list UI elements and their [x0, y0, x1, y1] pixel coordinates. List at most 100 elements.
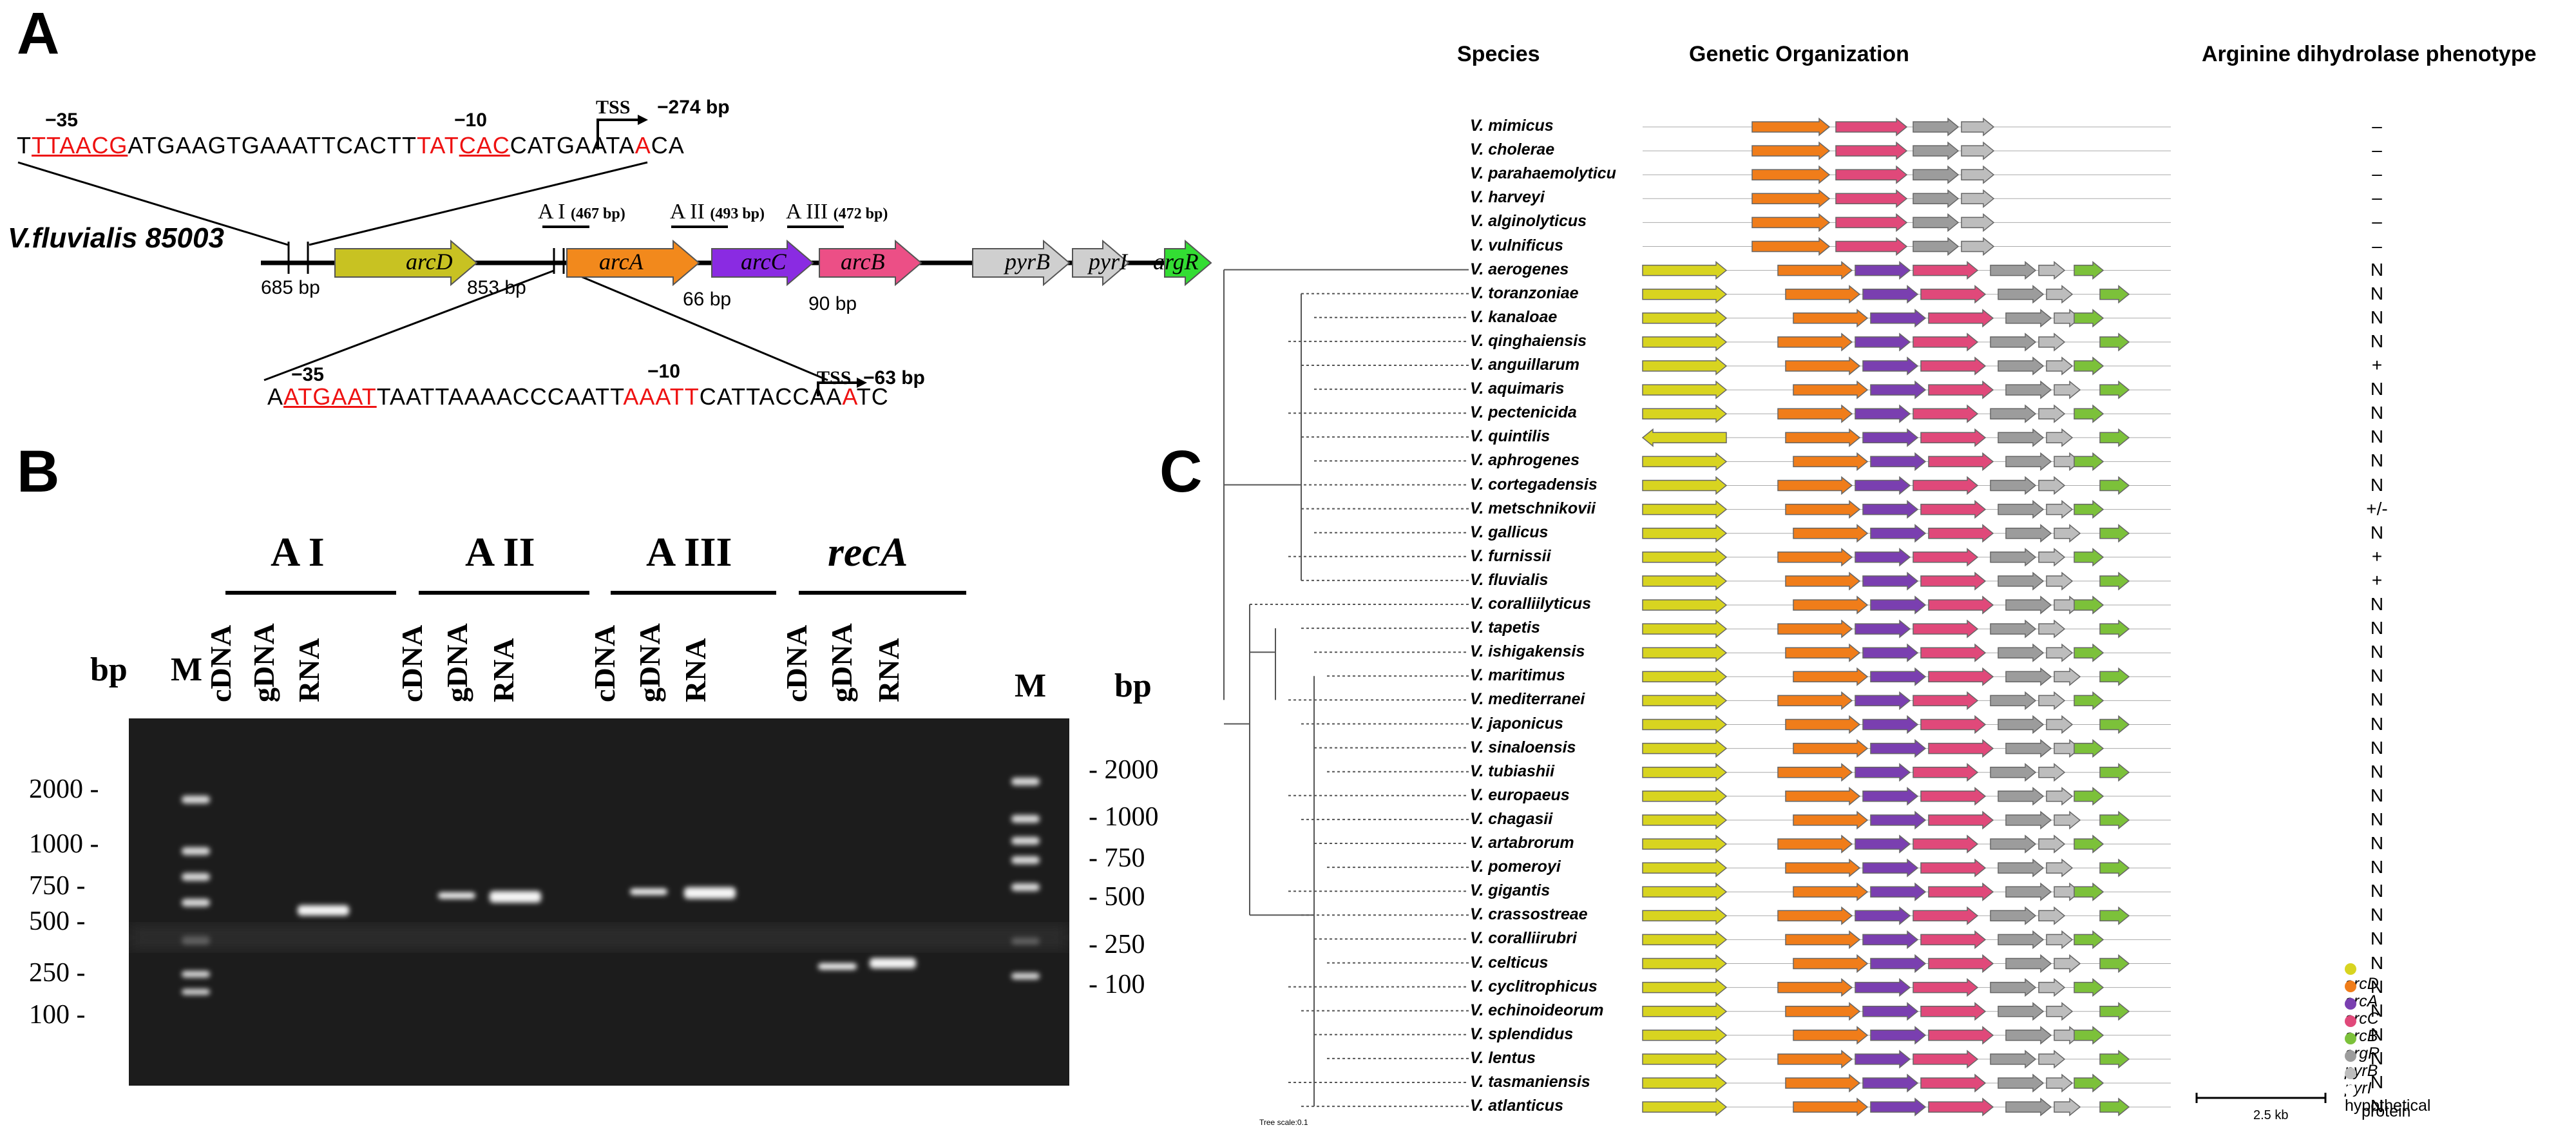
org-gene-arrow	[2005, 595, 2052, 615]
phenotype-value: N	[2370, 809, 2384, 829]
org-gene-arrow	[1870, 524, 1927, 543]
org-gene-arrow	[1862, 500, 1919, 519]
org-gene-arrow	[2038, 475, 2066, 495]
ladder-left-label: 1000 -	[29, 829, 99, 859]
org-gene-arrow	[1928, 667, 1994, 686]
org-gene-arrow	[1870, 811, 1927, 830]
org-gene-arrow	[1642, 595, 1728, 615]
tss-label-1: TSS	[596, 97, 631, 118]
org-gene-arrow	[2099, 285, 2130, 304]
panel-b-letter: B	[17, 439, 60, 504]
legend-swatch	[2345, 1068, 2356, 1079]
species-label: V. tubiashii	[1470, 762, 1555, 780]
species-label: V. coralliirubri	[1470, 929, 1577, 948]
org-gene-arrow	[1998, 715, 2045, 735]
org-gene-arrow	[1928, 452, 1994, 471]
org-gene-arrow	[1777, 906, 1853, 925]
org-gene-arrow	[1862, 572, 1919, 591]
org-gene-arrow	[1870, 882, 1927, 901]
org-gene-arrow	[1642, 475, 1728, 495]
species-label: V. tasmaniensis	[1470, 1073, 1590, 1091]
species-label: V. gigantis	[1470, 881, 1550, 900]
org-gene-arrow	[1870, 1097, 1927, 1117]
species-label: V. mediterranei	[1470, 690, 1585, 709]
org-gene-arrow	[2054, 811, 2081, 830]
phenotype-value: N	[2370, 1072, 2384, 1092]
phenotype-value: –	[2372, 211, 2382, 232]
org-gene-arrow	[1928, 954, 1994, 974]
org-gene-arrow	[1642, 1097, 1728, 1117]
org-gene-arrow	[1642, 882, 1728, 901]
org-gene-arrow	[2099, 906, 2130, 925]
phenotype-value: N	[2370, 283, 2384, 303]
org-gene-arrow	[1642, 332, 1728, 352]
org-gene-arrow	[1862, 356, 1919, 376]
phenotype-value: N	[2370, 833, 2384, 853]
org-gene-arrow	[1642, 691, 1728, 710]
amplicon-a2-size: (493 bp)	[710, 206, 765, 222]
org-gene-arrow	[1870, 309, 1927, 328]
species-label: V. aerogenes	[1470, 260, 1569, 278]
legend-swatch	[2345, 1050, 2356, 1062]
org-gene-arrow	[1642, 643, 1728, 662]
org-gene-arrow	[1913, 117, 1960, 137]
org-gene-arrow	[2074, 930, 2104, 949]
org-gene-arrow	[1913, 619, 1979, 639]
org-gene-arrow	[1913, 763, 1979, 782]
org-gene-arrow	[2074, 404, 2104, 423]
org-gene-arrow	[2038, 978, 2066, 997]
org-gene-arrow	[1990, 1050, 2037, 1069]
org-gene-arrow	[1928, 1097, 1994, 1117]
org-gene-arrow	[2005, 452, 2052, 471]
org-gene-arrow	[2074, 834, 2104, 854]
sequence-segment: TAATTAAAACCCAATT	[376, 383, 624, 410]
org-gene-arrow	[1642, 906, 1728, 925]
phenotype-value: N	[2370, 307, 2384, 327]
species-label: V. japonicus	[1470, 714, 1563, 733]
org-gene-arrow	[1920, 572, 1987, 591]
legend-item: protein	[2361, 1102, 2410, 1121]
org-gene-arrow	[2099, 1097, 2130, 1117]
gene-arrow-pyrB	[972, 239, 1071, 287]
org-gene-arrow	[1642, 524, 1728, 543]
lane-label-cdna: cDNA	[588, 624, 621, 702]
phenotype-value: N	[2370, 642, 2384, 662]
org-gene-arrow	[1642, 452, 1728, 471]
sequence-segment: AAATT	[623, 383, 700, 410]
phenotype-value: –	[2372, 187, 2382, 208]
org-gene-arrow	[1642, 858, 1728, 878]
org-gene-arrow	[1785, 715, 1861, 735]
sequence-segment: A	[267, 383, 284, 410]
org-gene-arrow	[2074, 739, 2104, 758]
org-gene-arrow	[1642, 380, 1728, 399]
gene-label-arcB: arcB	[841, 249, 885, 274]
gene-label-pyrB: pyrB	[1005, 249, 1050, 274]
org-gene-arrow	[1913, 1050, 1979, 1069]
lane-label-rna: RNA	[487, 638, 520, 702]
minus35-label-1: −35	[45, 110, 78, 131]
org-gene-arrow	[2046, 787, 2074, 806]
org-gene-arrow	[1990, 261, 2037, 280]
species-label: V. quintilis	[1470, 427, 1550, 446]
species-label: V. furnissii	[1470, 546, 1551, 565]
org-gene-arrow	[1642, 500, 1728, 519]
org-gene-arrow	[1913, 332, 1979, 352]
org-gene-arrow	[1913, 691, 1979, 710]
org-gene-arrow	[1913, 165, 1960, 184]
ladder-left-label: 500 -	[29, 907, 86, 936]
org-gene-arrow	[1928, 595, 1994, 615]
tree-scale-label: Tree scale:0.1	[1259, 1118, 1308, 1127]
org-gene-arrow	[1862, 930, 1919, 949]
org-gene-arrow	[2038, 691, 2066, 710]
org-gene-arrow	[2099, 1002, 2130, 1021]
gel-image	[129, 718, 1069, 1086]
org-gene-arrow	[1998, 787, 2045, 806]
legend-item: hypothetical	[2345, 1085, 2430, 1115]
org-gene-arrow	[1777, 691, 1853, 710]
org-gene-arrow	[1777, 834, 1853, 854]
sequence-segment: A	[842, 383, 857, 410]
lane-label-gdna: gDNA	[633, 623, 666, 702]
legend-label: hypothetical	[2345, 1097, 2431, 1115]
legend-label: protein	[2361, 1102, 2411, 1120]
org-gene-arrow	[1642, 834, 1728, 854]
